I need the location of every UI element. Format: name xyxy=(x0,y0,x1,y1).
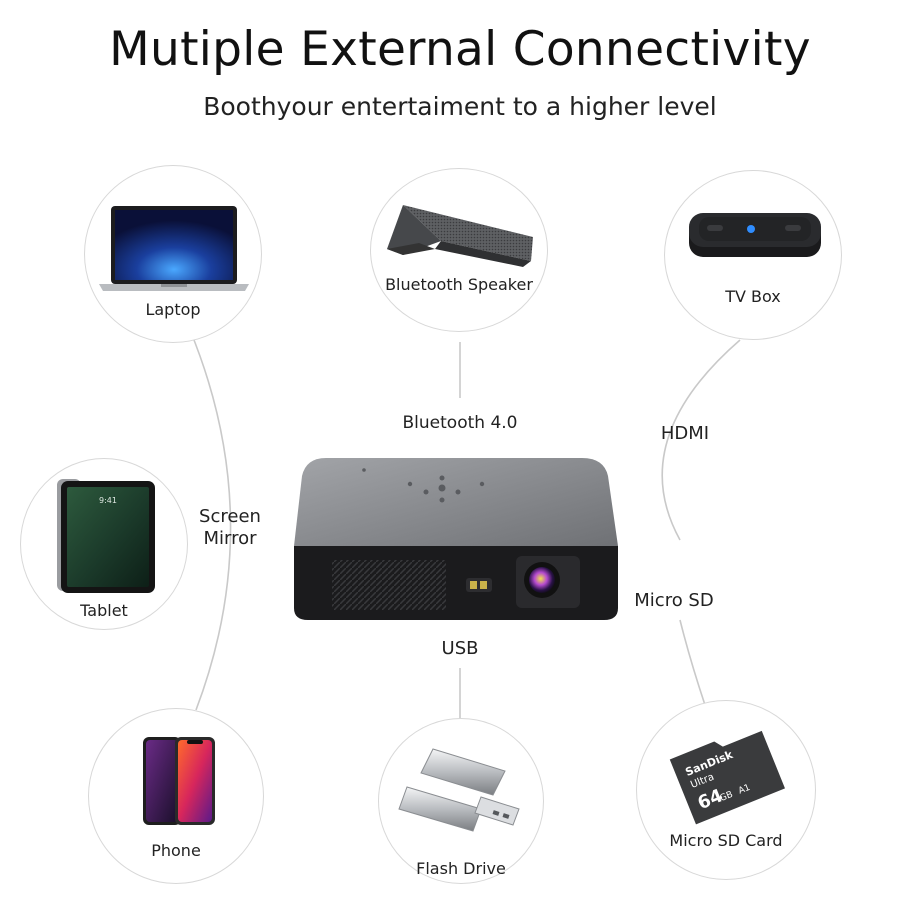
tv-box-icon xyxy=(689,213,821,257)
screen-mirror-curve xyxy=(189,329,232,711)
bluetooth-connection-label: Bluetooth 4.0 xyxy=(402,413,518,433)
phone-label: Phone xyxy=(151,841,201,860)
phone-node: Phone xyxy=(88,708,264,884)
micro-sd-connection-label: Micro SD xyxy=(634,590,714,611)
micro-sd-card-node: SanDisk Ultra 64 GB A1 Micro SD Card xyxy=(636,700,816,880)
tablet-label: Tablet xyxy=(80,601,128,620)
bluetooth-speaker-node: Bluetooth Speaker xyxy=(370,168,548,332)
sd-card-icon: SanDisk Ultra 64 GB A1 xyxy=(669,730,785,825)
page-subtitle: Boothyour entertaiment to a higher level xyxy=(203,92,717,121)
projector-icon xyxy=(294,458,618,620)
micro-sd-card-label: Micro SD Card xyxy=(669,831,783,850)
screen-mirror-connection-label: Screen Mirror xyxy=(199,506,261,549)
bluetooth-speaker-label: Bluetooth Speaker xyxy=(385,275,533,294)
flash-drive-label: Flash Drive xyxy=(416,859,506,878)
flash-drive-node: Flash Drive xyxy=(378,718,544,884)
flash-drive-icon xyxy=(398,748,520,832)
phone-icon xyxy=(143,737,215,825)
hdmi-curve xyxy=(661,339,741,541)
laptop-icon xyxy=(99,206,249,291)
hdmi-connection-label: HDMI xyxy=(660,423,710,444)
usb-connection-label: USB xyxy=(441,638,479,659)
tablet-clock: 9:41 xyxy=(99,496,117,505)
micro-sd-curve xyxy=(679,619,706,706)
speaker-icon xyxy=(387,205,533,267)
page-title: Mutiple External Connectivity xyxy=(109,22,811,77)
sd-class: A1 xyxy=(737,783,752,797)
tablet-icon: 9:41 xyxy=(57,479,155,593)
laptop-node: Laptop xyxy=(84,165,262,343)
sd-unit: GB xyxy=(719,790,735,804)
tv-box-node: TV Box xyxy=(664,170,842,340)
tv-box-label: TV Box xyxy=(725,287,781,306)
tablet-node: 9:41 Tablet xyxy=(20,458,188,630)
laptop-label: Laptop xyxy=(145,300,201,319)
